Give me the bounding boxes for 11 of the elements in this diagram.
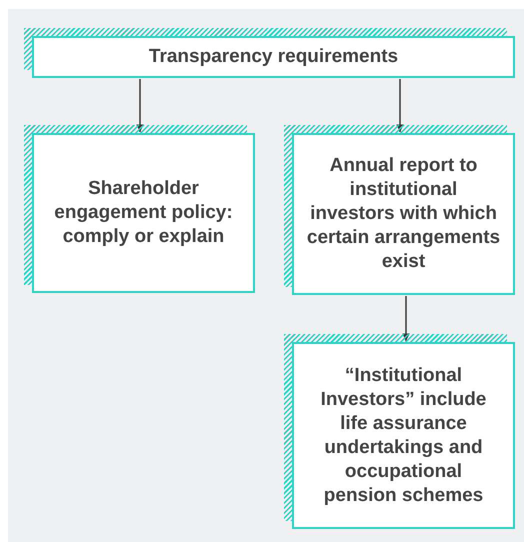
box-text: Shareholder engagement policy: comply or explain	[53, 177, 234, 249]
arrow	[402, 296, 410, 341]
box-text: “Institutional Investors” include life assurance undertakings and occupational pension schemes	[320, 364, 488, 508]
arrow	[396, 79, 404, 132]
arrow	[136, 79, 144, 132]
process-box	[292, 133, 515, 295]
process-box	[292, 342, 515, 529]
heading-box	[32, 36, 515, 78]
process-box	[32, 133, 255, 293]
box-text: Annual report to institutional investors with which certain arrangements exist	[306, 154, 501, 274]
box-text: Transparency requirements	[148, 45, 398, 69]
